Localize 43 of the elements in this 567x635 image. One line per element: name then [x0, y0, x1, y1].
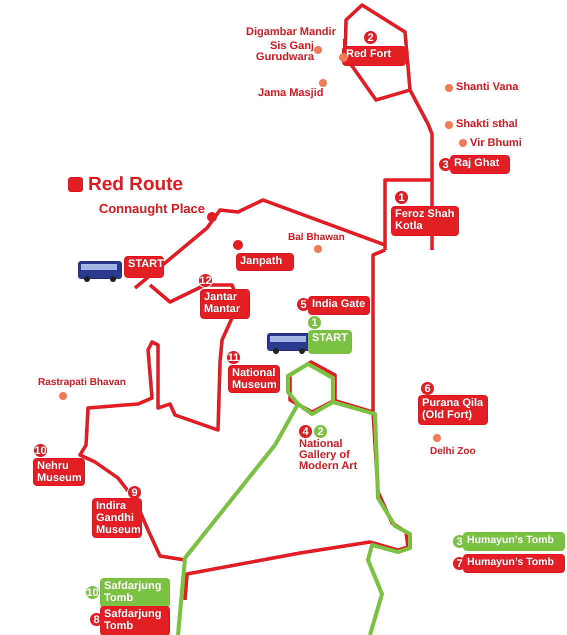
node-label: Humayun’s Tomb: [467, 556, 554, 568]
stop-number: 6: [420, 381, 435, 396]
place-name: Connaught Place: [98, 203, 205, 214]
stop-label: Purana Qila (Old Fort): [418, 395, 488, 425]
stop-number: 12: [198, 273, 213, 288]
stop-number: 2: [363, 30, 378, 45]
node-label: Humayun’s Tomb: [467, 534, 554, 546]
place-name: Delhi Zoo: [430, 446, 477, 457]
stop-label: National Museum: [228, 365, 280, 393]
stop-number: 4: [298, 424, 313, 439]
place-name: Sis Ganj Gurudwara: [254, 41, 314, 63]
stop-number: 11: [226, 350, 241, 365]
place-name: Jama Masjid: [258, 88, 324, 99]
stop-label: Humayun’s Tomb: [463, 532, 565, 551]
stop-number: 10: [33, 443, 48, 458]
place-name: National Gallery of Modern Art: [299, 439, 358, 472]
node-label: Red Fort: [346, 48, 392, 60]
legend-label: Red Route: [88, 174, 183, 196]
place-name: Shanti Vana: [456, 82, 520, 93]
stop-label: Indira Gandhi Museum: [92, 498, 142, 538]
stop-label: START: [124, 256, 164, 278]
stop-label: India Gate: [308, 296, 370, 315]
stop-label: Safdarjung Tomb: [100, 578, 170, 608]
place-name: Bal Bhawan: [288, 232, 346, 243]
place-name: Digambar Mandir: [246, 27, 336, 38]
stop-label: Red Fort: [342, 46, 406, 66]
stop-label: Safdarjung Tomb: [100, 606, 170, 635]
stop-label: Feroz Shah Kotla: [391, 206, 459, 236]
node-label: India Gate: [312, 298, 366, 310]
place-name: Rastrapati Bhavan: [38, 377, 127, 388]
stop-label: Nehru Museum: [33, 458, 85, 486]
stop-label: Humayun’s Tomb: [463, 554, 565, 573]
place-name: Vir Bhumi: [470, 138, 523, 149]
node-label: Raj Ghat: [454, 157, 500, 169]
stop-number: 1: [394, 190, 409, 205]
stop-label: START: [308, 330, 352, 354]
stop-number: 10: [85, 585, 100, 600]
stop-label: Janpath: [236, 253, 294, 271]
stop-label: Jantar Mantar: [200, 289, 250, 319]
stop-label: Raj Ghat: [450, 155, 510, 174]
stop-number: 1: [307, 315, 322, 330]
place-name: Shakti sthal: [456, 119, 519, 130]
stop-number: 2: [313, 424, 328, 439]
